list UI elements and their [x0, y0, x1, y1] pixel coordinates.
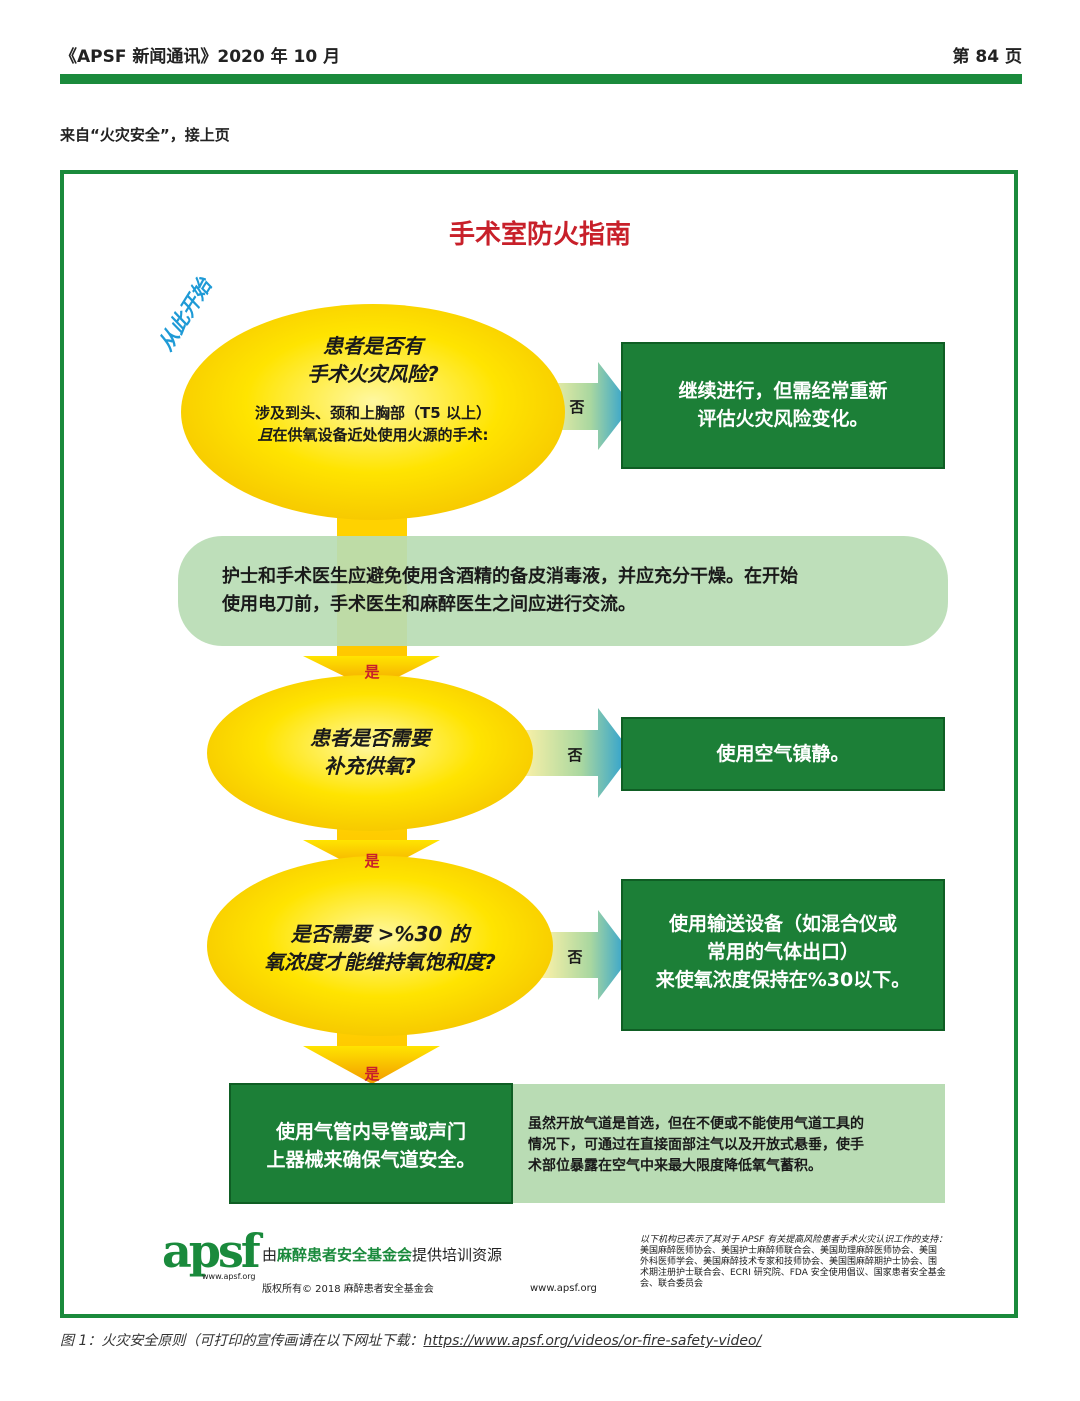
right-arrow-1 [540, 362, 632, 450]
caption-prefix: 图 1：火灾安全原则（可打印的宣传画请在以下网址下载： [60, 1333, 424, 1349]
q1-detail-em: 且 [257, 426, 273, 444]
note-line2: 情况下，可通过在直接面部注气以及开放式悬垂，使手 [528, 1137, 864, 1153]
a4-line2: 上器械来确保气道安全。 [266, 1149, 476, 1171]
q1-line1: 患者是否有 [323, 334, 423, 358]
yes-label-1: 是 [364, 663, 380, 681]
action-box-2 [621, 717, 945, 791]
a1-line2: 评估火灾风险变化。 [697, 408, 869, 430]
q1-detail-line1: 涉及到头、颈和上胸部（T5 以上） [255, 404, 491, 422]
band-line1: 护士和手术医生应避免使用含酒精的备皮消毒液，并应充分干燥。在开始 [222, 566, 798, 587]
figure-caption: 图 1：火灾安全原则（可打印的宣传画请在以下网址下载：https://www.a… [60, 1330, 761, 1350]
action-box-1 [621, 342, 945, 469]
a1-line1: 继续进行，但需经常重新 [678, 380, 888, 402]
band-text: 护士和手术医生应避免使用含酒精的备皮消毒液，并应充分干燥。在开始 使用电刀前，手… [222, 563, 942, 619]
q1-detail-line2: 且在供氧设备近处使用火源的手术: [200, 424, 546, 446]
right-arrow-2 [520, 708, 632, 798]
q3-line2: 氧浓度才能维持氧饱和度? [264, 950, 496, 974]
band-line2: 使用电刀前，手术医生和麻醉医生之间应进行交流。 [222, 594, 636, 615]
continued-label: 来自“火灾安全”，接上页 [60, 126, 230, 144]
q3-line1: 是否需要 >%30 的 [290, 922, 470, 946]
question-oval-1 [181, 304, 565, 520]
yes-label-2: 是 [364, 852, 380, 870]
note-line1: 虽然开放气道是首选，但在不便或不能使用气道工具的 [528, 1116, 864, 1132]
supporters: 以下机构已表示了其对于 APSF 有关提高风险患者手术火灾认识工作的支持： 美国… [640, 1235, 950, 1290]
airway-note: 虽然开放气道是首选，但在不便或不能使用气道工具的 情况下，可通过在直接面部注气以… [528, 1114, 938, 1177]
apsf-logo-word: apsf [162, 1224, 261, 1278]
action-2: 使用空气镇静。 [716, 743, 850, 765]
action-box-4 [229, 1083, 513, 1204]
note-box [512, 1084, 945, 1203]
provided-prefix: 由 [262, 1246, 278, 1264]
question-2: 患者是否需要 补充供氧? [230, 724, 510, 780]
provided-org: 麻醉患者安全基金会 [277, 1246, 413, 1264]
footer-url[interactable]: www.apsf.org [530, 1283, 597, 1294]
down-arrow-3 [303, 1046, 440, 1084]
caption-link[interactable]: https://www.apsf.org/videos/or-fire-safe… [423, 1333, 762, 1349]
provided-by: 由麻醉患者安全基金会提供培训资源 [262, 1244, 502, 1265]
a3-line1: 使用输送设备（如混合仪或 [668, 913, 897, 935]
action-box-3 [621, 879, 945, 1031]
support-line3: 外科医师学会、美国麻醉技术专家和技师协会、美国围麻醉期护士协会、围 [640, 1257, 938, 1267]
question-oval-3 [207, 856, 553, 1036]
no-label-2: 否 [567, 746, 583, 764]
q1-detail-text: 在供氧设备近处使用火源的手术: [272, 426, 489, 444]
support-line1: 以下机构已表示了其对于 APSF 有关提高风险患者手术火灾认识工作的支持： [640, 1235, 948, 1245]
action-1: 继续进行，但需经常重新 评估火灾风险变化。 [622, 377, 944, 433]
note-line3: 术部位暴露在空气中来最大限度降低氧气蓄积。 [528, 1158, 822, 1174]
question-1: 患者是否有 手术火灾风险? 涉及到头、颈和上胸部（T5 以上） 且在供氧设备近处… [200, 332, 546, 446]
apsf-logo-url: www.apsf.org [202, 1272, 256, 1281]
no-label-3: 否 [567, 948, 583, 966]
question-oval-2 [207, 675, 533, 831]
poster-title: 手术室防火指南 [448, 220, 631, 250]
apsf-logo: apsf www.apsf.org [162, 1224, 261, 1286]
action-4: 使用气管内导管或声门 上器械来确保气道安全。 [230, 1118, 512, 1174]
header-divider [60, 74, 1022, 84]
right-arrow-3 [540, 910, 632, 1000]
yes-label-3: 是 [364, 1065, 380, 1083]
support-line4: 术期注册护士联合会、ECRI 研究院、FDA 安全使用倡议、国家患者安全基金 [640, 1268, 946, 1278]
page-number: 第 84 页 [952, 47, 1023, 67]
a3-line2: 常用的气体出口） [706, 941, 859, 963]
support-line5: 会、联合委员会 [640, 1279, 704, 1289]
band-shape [178, 536, 948, 646]
a3-line3: 来使氧浓度保持在%30以下。 [655, 969, 911, 991]
provided-suffix: 提供培训资源 [412, 1246, 503, 1264]
q1-line2: 手术火灾风险? [307, 362, 439, 386]
action-3: 使用输送设备（如混合仪或 常用的气体出口） 来使氧浓度保持在%30以下。 [622, 910, 944, 994]
newsletter-title: 《APSF 新闻通讯》2020 年 10 月 [60, 47, 341, 67]
no-label-1: 否 [569, 398, 585, 416]
copyright: 版权所有© 2018 麻醉患者安全基金会 [262, 1284, 434, 1295]
q2-line2: 补充供氧? [324, 754, 416, 778]
q2-line1: 患者是否需要 [310, 726, 430, 750]
support-line2: 美国麻醉医师协会、美国护士麻醉师联合会、美国助理麻醉医师协会、美国 [640, 1246, 938, 1256]
a4-line1: 使用气管内导管或声门 [275, 1121, 466, 1143]
down-arrow-1 [303, 656, 440, 690]
poster-frame [60, 170, 1018, 1318]
question-3: 是否需要 >%30 的 氧浓度才能维持氧饱和度? [220, 920, 540, 976]
